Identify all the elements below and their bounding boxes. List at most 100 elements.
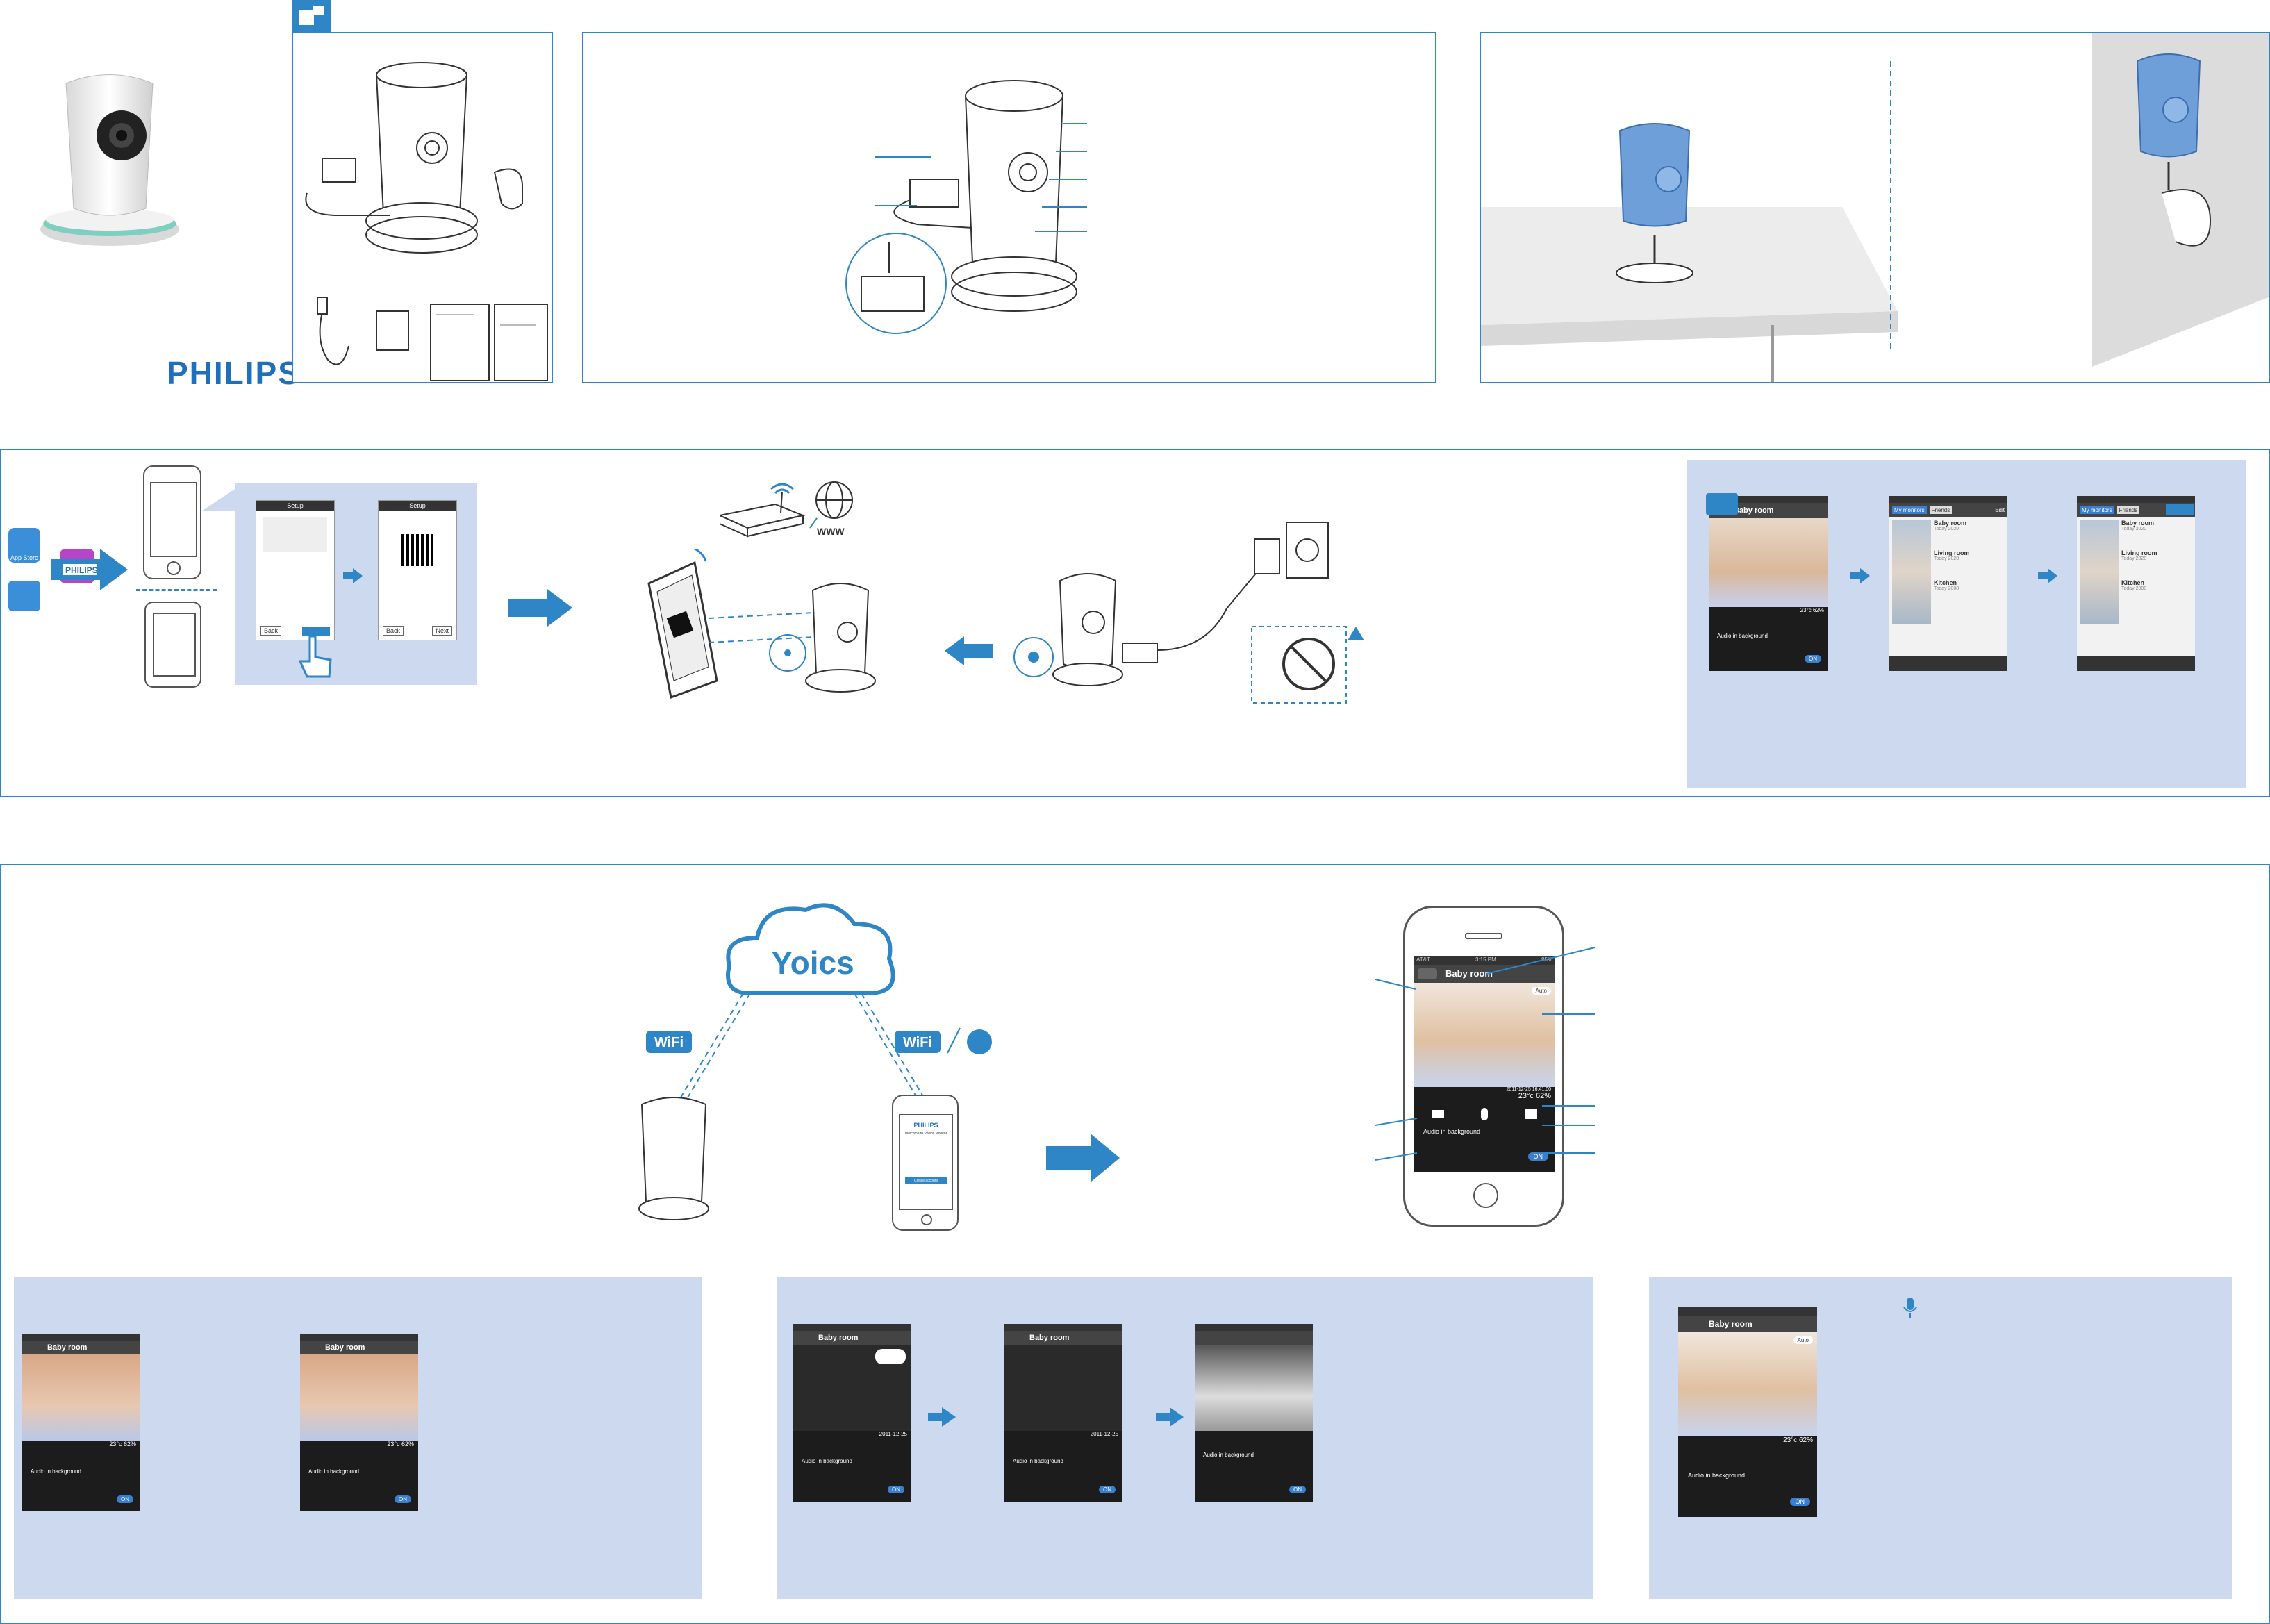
baby-video: Auto [1414,983,1555,1087]
room-name[interactable]: Living room [2121,549,2157,556]
iphone-outline [143,465,201,579]
small-arrow-icon [1156,1407,1184,1430]
audio-toggle[interactable]: ON [1289,1486,1306,1493]
monitor-list-screen-edit: My monitors Friends Baby room Today 2020… [2077,496,2195,671]
room-name[interactable]: Kitchen [1934,579,1957,586]
room-title: Baby room [793,1331,911,1345]
tab-friends[interactable]: Friends [1929,506,1953,514]
back-button[interactable]: Back [260,626,282,636]
camera-outline-illustration [632,1091,729,1233]
date-value: 2011-12-25 [1506,1087,1531,1092]
welcome-brand: PHILIPS [913,1122,938,1129]
www-label: WWW [817,526,845,537]
tab-my-monitors[interactable]: My monitors [2080,506,2114,514]
night-mode-panel [777,1277,1593,1599]
temp-value: 23°c [1783,1436,1798,1444]
small-arrow-icon [2038,568,2057,587]
humidity-value: 62% [1812,607,1824,613]
room-name[interactable]: Living room [1934,549,1970,556]
audio-toggle[interactable]: ON [1805,655,1821,663]
big-arrow-icon [508,589,572,630]
app-store-icon[interactable]: App Store [8,528,40,563]
svg-text:PHILIPS: PHILIPS [65,565,98,575]
room-name[interactable]: Baby room [2121,520,2155,527]
tab-friends[interactable]: Friends [2116,506,2140,514]
room-name[interactable]: Kitchen [2121,579,2145,586]
temp-value: 23°c [387,1441,400,1448]
create-account-button[interactable]: Create account [905,1177,947,1184]
audio-toggle[interactable]: ON [1789,1498,1810,1506]
night-screen-2: Baby room 2011-12-25 Audio in background… [1004,1324,1122,1502]
back-button-highlight[interactable] [1706,493,1738,515]
small-arrow-icon [1850,568,1870,587]
talk-screen: Baby room Auto 23°c 62% Audio in backgro… [1678,1307,1817,1517]
callout-lines [1375,945,1598,1170]
next-button-highlight[interactable] [302,627,330,636]
microphone-icon[interactable] [1480,1108,1488,1120]
audio-toggle[interactable]: ON [1527,1152,1548,1161]
night-mode-auto-button[interactable]: Auto [1793,1336,1813,1344]
room-sub: Today 2020 [2121,527,2147,531]
viewer-phone: AT&T 3:15 PM 85% Baby room Auto 2011-12-… [1403,906,1564,1227]
download-arrow-icon: PHILIPS [51,549,128,590]
baby-video [1709,518,1828,607]
night-mode-auto-button[interactable]: Auto [1531,987,1551,995]
camera-power-illustration [1011,511,1373,709]
yoics-cloud-illustration: Yoics [722,896,903,1011]
room-title: Baby room [1004,1331,1122,1345]
audio-label: Audio in background [802,1458,852,1464]
audio-toggle[interactable]: ON [1099,1486,1116,1493]
room-sub: Today 2028 [1934,556,1960,561]
audio-toggle[interactable]: ON [117,1495,133,1503]
next-button[interactable]: Next [432,626,452,636]
baby-video [300,1354,418,1441]
camera-overview-illustration [845,80,1087,334]
room-title: Baby room [1445,968,1493,979]
big-arrow-icon [1046,1134,1120,1186]
room-name[interactable]: Baby room [1934,520,1967,527]
wifi-links-illustration: WiFi WiFi [639,986,1000,1108]
video-icon[interactable] [1432,1110,1445,1118]
device-divider [136,589,217,591]
tab-my-monitors[interactable]: My monitors [1892,506,1927,514]
zoom-screen-1: Baby room 23°c 62% Audio in background O… [22,1334,140,1511]
viewer-screen: 3:15 PM Baby room 23°c 62% Audio in back… [1709,496,1828,671]
room-title: Baby room [300,1341,418,1354]
baby-video: Auto [1678,1332,1817,1436]
clock-value: 16:41:00 [1532,1087,1551,1092]
night-toggle-highlight[interactable] [875,1349,906,1364]
room-sub: Today 2028 [2121,556,2147,561]
audio-toggle[interactable]: ON [395,1495,411,1503]
night-screen-3: Audio in background ON [1195,1324,1313,1502]
dark-video [1004,1345,1122,1431]
humidity-value: 62% [401,1441,414,1448]
welcome-title: Welcome to Philips Monitor [904,1132,947,1136]
yoics-label: Yoics [771,945,854,981]
callout-triangle [201,483,243,529]
edit-button-highlight[interactable] [2166,504,2194,515]
edit-button[interactable]: Edit [1995,506,2005,513]
setup-screen-title: Setup [256,501,334,511]
setup-screen-2: Setup Back Next [378,500,457,640]
ipad-outline [144,602,201,688]
audio-label: Audio in background [1688,1472,1746,1479]
audio-label: Audio in background [31,1468,81,1475]
night-screen-1: Baby room 2011-12-25 Audio in background… [793,1324,911,1502]
audio-label: Audio in background [1717,633,1768,639]
humidity-value: 62% [123,1441,136,1448]
mounting-frame [1480,32,2270,383]
audio-toggle[interactable]: ON [888,1486,904,1493]
date-value: 2011-12-25 [1090,1431,1118,1437]
camera-snapshot-icon[interactable] [1524,1109,1537,1119]
play-store-icon[interactable] [8,581,40,611]
back-button[interactable] [1418,968,1437,979]
small-arrow-icon [928,1407,956,1430]
status-carrier: AT&T [1416,956,1430,963]
date-value: 2011-12-25 [879,1431,907,1437]
box-contents-frame [292,32,553,383]
audio-label: Audio in background [1013,1458,1063,1464]
back-button[interactable]: Back [383,626,404,636]
monitor-list-screen: My monitors Friends Edit Baby room Today… [1889,496,2007,671]
tap-hand-icon [296,629,338,681]
temp-value: 23°c [1518,1092,1534,1100]
